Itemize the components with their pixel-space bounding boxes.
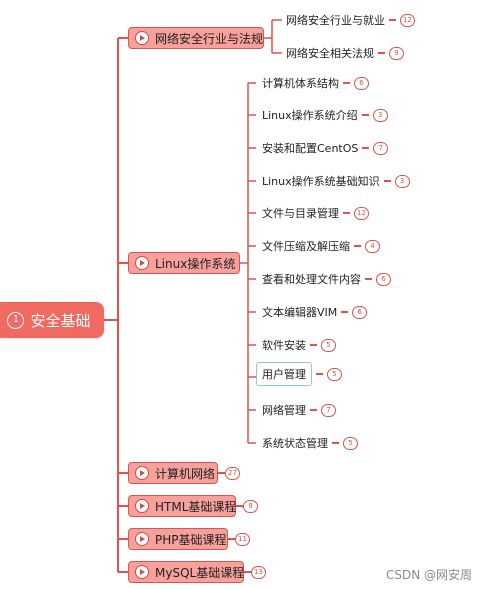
play-circle-icon — [135, 499, 149, 513]
play-circle-icon — [135, 256, 149, 270]
connector — [354, 245, 361, 247]
subtopic-label: 安装和配置CentOS — [262, 142, 359, 155]
count-badge: 3 — [394, 174, 410, 188]
subtopic-label: 网络安全行业与就业 — [286, 14, 385, 27]
count-badge: 12 — [400, 13, 415, 27]
subtopic-item[interactable]: Linux操作系统基础知识 3 — [262, 172, 410, 190]
subtopic-label: 计算机体系结构 — [262, 77, 339, 90]
count-badge: 5 — [321, 338, 336, 352]
connector — [361, 114, 369, 116]
count-badge: 13 — [251, 565, 266, 579]
connector — [341, 311, 349, 313]
connector — [389, 19, 396, 21]
subtopic-item[interactable]: 网络管理 7 — [262, 401, 336, 419]
count-badge: 6 — [352, 305, 368, 319]
branch-label: PHP基础课程 — [155, 532, 227, 547]
branch-linux[interactable]: Linux操作系统 — [128, 252, 240, 274]
subtopic-item[interactable]: 文本编辑器VIM 6 — [262, 303, 368, 321]
subtopic-item[interactable]: 安装和配置CentOS 7 — [262, 139, 389, 157]
connector — [244, 571, 251, 573]
connector — [383, 180, 391, 182]
subtopic-item[interactable]: 文件压缩及解压缩 4 — [262, 237, 380, 255]
subtopic-label: 文件与目录管理 — [262, 207, 339, 220]
count-badge: 7 — [321, 403, 336, 417]
connector — [218, 472, 225, 474]
branch-network[interactable]: 计算机网络 — [128, 462, 218, 484]
subtopic-item[interactable]: 文件与目录管理 12 — [262, 204, 369, 222]
subtopic-label: 网络安全相关法规 — [286, 47, 374, 60]
connector — [310, 344, 317, 346]
subtopic-label: 文本编辑器VIM — [262, 306, 338, 319]
play-circle-icon — [135, 31, 149, 45]
branch-mysql-row: MySQL基础课程 13 — [128, 561, 266, 583]
branch-label: Linux操作系统 — [155, 256, 236, 271]
branch-label: 网络安全行业与法规 — [155, 31, 264, 46]
connector — [365, 278, 372, 280]
branch-label: HTML基础课程 — [155, 499, 237, 514]
count-badge: 5 — [343, 436, 358, 450]
subtopic-label: 用户管理 — [262, 368, 306, 381]
subtopic-label: 网络管理 — [262, 404, 306, 417]
count-badge: 3 — [372, 108, 388, 122]
root-node[interactable]: 1 安全基础 — [0, 302, 104, 338]
connector — [378, 52, 385, 54]
branch-label: MySQL基础课程 — [155, 565, 245, 580]
connector — [362, 147, 370, 149]
subtopic-label: 系统状态管理 — [262, 437, 328, 450]
count-badge: 9 — [389, 46, 404, 60]
connector — [343, 212, 350, 214]
root-number: 1 — [7, 311, 25, 329]
count-badge: 6 — [376, 272, 391, 286]
branch-html[interactable]: HTML基础课程 — [128, 495, 236, 517]
play-circle-icon — [135, 466, 149, 480]
subtopic-label: 软件安装 — [262, 339, 306, 352]
count-badge: 4 — [365, 239, 380, 253]
branch-network-row: 计算机网络 27 — [128, 462, 240, 484]
subtopic-item[interactable]: 软件安装 5 — [262, 336, 336, 354]
subtopic-item[interactable]: 计算机体系结构 6 — [262, 74, 369, 92]
count-badge: 7 — [373, 141, 389, 155]
count-badge: 27 — [225, 466, 240, 480]
watermark: CSDN @网安周 — [386, 568, 473, 582]
subtopic-item-selected[interactable]: 用户管理 5 — [256, 362, 342, 386]
subtopic-item[interactable]: 网络安全行业与就业 12 — [286, 11, 415, 29]
connector — [236, 505, 243, 507]
subtopic-label: 查看和处理文件内容 — [262, 273, 361, 286]
branch-industry[interactable]: 网络安全行业与法规 — [128, 27, 264, 49]
subtopic-item[interactable]: 查看和处理文件内容 6 — [262, 270, 391, 288]
connector — [310, 409, 317, 411]
count-badge: 9 — [243, 499, 258, 513]
subtopic-item[interactable]: 系统状态管理 5 — [262, 434, 358, 452]
connector — [316, 373, 323, 375]
subtopic-item[interactable]: Linux操作系统介绍 3 — [262, 106, 388, 124]
subtopic-item[interactable]: 网络安全相关法规 9 — [286, 44, 404, 62]
count-badge: 11 — [235, 532, 250, 546]
connector — [343, 82, 350, 84]
count-badge: 5 — [327, 367, 342, 381]
subtopic-label: Linux操作系统基础知识 — [262, 175, 380, 188]
connector — [228, 538, 235, 540]
selection-box[interactable]: 用户管理 — [256, 362, 312, 386]
play-circle-icon — [135, 565, 149, 579]
branch-php-row: PHP基础课程 11 — [128, 528, 250, 550]
branch-label: 计算机网络 — [155, 466, 216, 481]
subtopic-label: 文件压缩及解压缩 — [262, 240, 350, 253]
count-badge: 12 — [354, 206, 369, 220]
count-badge: 6 — [354, 76, 369, 90]
subtopic-label: Linux操作系统介绍 — [262, 109, 358, 122]
root-label: 安全基础 — [30, 311, 91, 330]
branch-mysql[interactable]: MySQL基础课程 — [128, 561, 244, 583]
connector — [332, 442, 339, 444]
play-circle-icon — [135, 532, 149, 546]
branch-php[interactable]: PHP基础课程 — [128, 528, 228, 550]
branch-html-row: HTML基础课程 9 — [128, 495, 258, 517]
